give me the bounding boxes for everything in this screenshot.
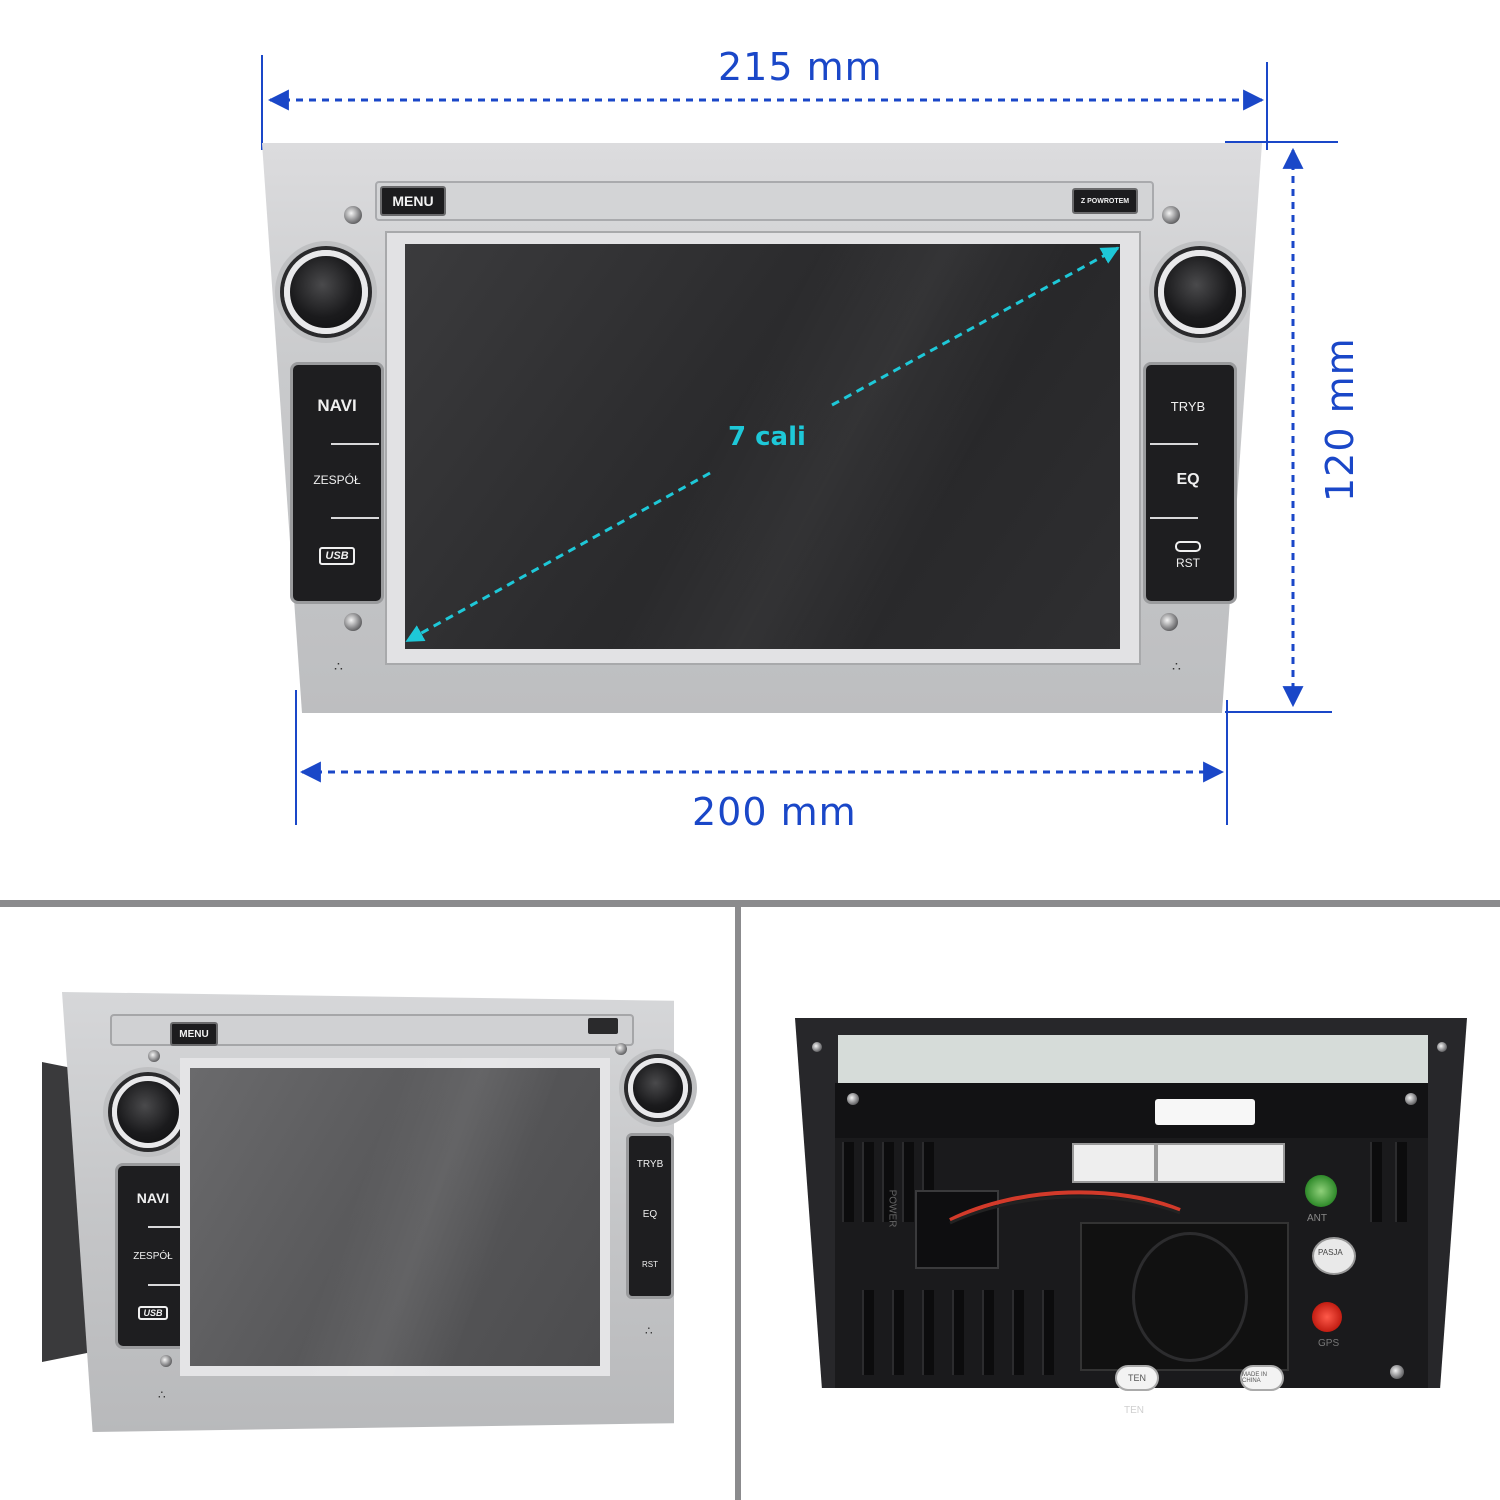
fin bbox=[902, 1142, 914, 1222]
made-in-china-pill: MADE IN CHINA bbox=[1240, 1365, 1284, 1391]
rear-sticker bbox=[1155, 1099, 1255, 1125]
mic-icon: ∴ bbox=[1172, 658, 1181, 674]
fin bbox=[1012, 1290, 1024, 1375]
fin bbox=[952, 1290, 964, 1375]
fin bbox=[862, 1142, 874, 1222]
fin bbox=[842, 1142, 854, 1222]
left-button-panel: NAVI ZESPÓŁ USB bbox=[290, 362, 384, 604]
divider bbox=[148, 1284, 186, 1286]
mic-icon: ∴ bbox=[645, 1324, 653, 1338]
fin bbox=[982, 1290, 994, 1375]
angled-volume-knob[interactable] bbox=[112, 1076, 184, 1148]
angled-tryb-button[interactable]: TRYB bbox=[636, 1158, 664, 1170]
screw-icon bbox=[1160, 613, 1178, 631]
screw-icon bbox=[1390, 1365, 1404, 1379]
tryb-button[interactable]: TRYB bbox=[1170, 398, 1206, 414]
iso-connector-right[interactable] bbox=[1156, 1143, 1285, 1183]
usb-icon: USB bbox=[138, 1306, 168, 1320]
rst-button[interactable]: RST bbox=[1146, 525, 1230, 585]
ten-pill: TEN bbox=[1115, 1365, 1159, 1391]
fin bbox=[892, 1290, 904, 1375]
rear-top-cover bbox=[838, 1035, 1428, 1086]
screw-icon bbox=[160, 1355, 172, 1367]
mic-icon: ∴ bbox=[158, 1388, 166, 1402]
angled-eq-button[interactable]: EQ bbox=[642, 1208, 658, 1220]
pasja-label: PASJA bbox=[1318, 1248, 1343, 1257]
usb-button[interactable]: USB bbox=[293, 523, 381, 589]
height-label: 120 mm bbox=[1318, 337, 1362, 502]
angled-menu-button[interactable]: MENU bbox=[170, 1022, 218, 1046]
fin bbox=[922, 1290, 934, 1375]
mic-icon: ∴ bbox=[334, 658, 343, 674]
tune-knob[interactable] bbox=[1158, 250, 1242, 334]
pasja-port[interactable] bbox=[1312, 1237, 1356, 1275]
screw-icon bbox=[344, 613, 362, 631]
angled-zespol-button[interactable]: ZESPÓŁ bbox=[133, 1250, 173, 1262]
angled-rst-button[interactable]: RST bbox=[642, 1259, 658, 1269]
ant-label: ANT bbox=[1307, 1213, 1327, 1224]
fuse-wire bbox=[949, 1190, 1181, 1225]
volume-knob[interactable] bbox=[284, 250, 368, 334]
fin bbox=[1042, 1290, 1054, 1375]
fin bbox=[1370, 1142, 1382, 1222]
screen-glare bbox=[566, 244, 1104, 649]
gps-jack[interactable] bbox=[1312, 1302, 1342, 1332]
angled-eject-button[interactable] bbox=[588, 1018, 618, 1034]
divider bbox=[331, 517, 379, 519]
usb-icon: USB bbox=[319, 547, 355, 565]
screw-icon bbox=[812, 1042, 822, 1052]
rst-label: RST bbox=[1176, 555, 1200, 570]
screw-icon bbox=[148, 1050, 160, 1062]
dimension-lines bbox=[261, 55, 1338, 825]
reflection-text: TEN bbox=[1124, 1405, 1144, 1416]
divider bbox=[1150, 443, 1198, 445]
angled-left-panel: NAVI ZESPÓŁ USB bbox=[115, 1163, 191, 1349]
angled-right-panel: TRYB EQ RST bbox=[626, 1133, 674, 1299]
angled-usb-button[interactable]: USB bbox=[118, 1288, 188, 1338]
fin bbox=[862, 1290, 874, 1375]
power-label: POWER bbox=[886, 1189, 898, 1228]
navi-button[interactable]: NAVI bbox=[317, 396, 357, 415]
angled-tune-knob[interactable] bbox=[628, 1058, 688, 1118]
divider bbox=[331, 443, 379, 445]
eq-button[interactable]: EQ bbox=[1176, 471, 1200, 488]
right-button-panel: TRYB EQ RST bbox=[1143, 362, 1237, 604]
gps-label: GPS bbox=[1318, 1338, 1340, 1349]
cooling-fan bbox=[1080, 1222, 1289, 1371]
vertical-divider bbox=[735, 900, 741, 1500]
zespol-button[interactable]: ZESPÓŁ bbox=[313, 473, 361, 487]
screw-icon bbox=[1437, 1042, 1447, 1052]
screw-icon bbox=[1405, 1093, 1417, 1105]
fin bbox=[1395, 1142, 1407, 1222]
screw-icon bbox=[344, 206, 362, 224]
top-vent bbox=[835, 1083, 1428, 1138]
top-width-label: 215 mm bbox=[718, 45, 883, 89]
antenna-jack[interactable] bbox=[1305, 1175, 1337, 1207]
top-strip bbox=[375, 181, 1154, 221]
fan-ring bbox=[1132, 1232, 1248, 1362]
diagonal-label: 7 cali bbox=[728, 422, 806, 452]
bottom-width-label: 200 mm bbox=[692, 790, 857, 834]
fin bbox=[882, 1142, 894, 1222]
screw-icon bbox=[1162, 206, 1180, 224]
horizontal-divider bbox=[0, 900, 1500, 907]
reset-icon bbox=[1175, 540, 1201, 552]
screw-icon bbox=[615, 1043, 627, 1055]
angled-display-screen[interactable] bbox=[180, 1058, 610, 1376]
angled-navi-button[interactable]: NAVI bbox=[136, 1190, 170, 1206]
screw-icon bbox=[847, 1093, 859, 1105]
iso-connector-left[interactable] bbox=[1072, 1143, 1156, 1183]
divider bbox=[1150, 517, 1198, 519]
menu-button[interactable]: MENU bbox=[380, 186, 446, 216]
power-socket[interactable] bbox=[915, 1190, 999, 1269]
divider bbox=[148, 1226, 186, 1228]
eject-button[interactable]: Z POWROTEM bbox=[1072, 188, 1138, 214]
